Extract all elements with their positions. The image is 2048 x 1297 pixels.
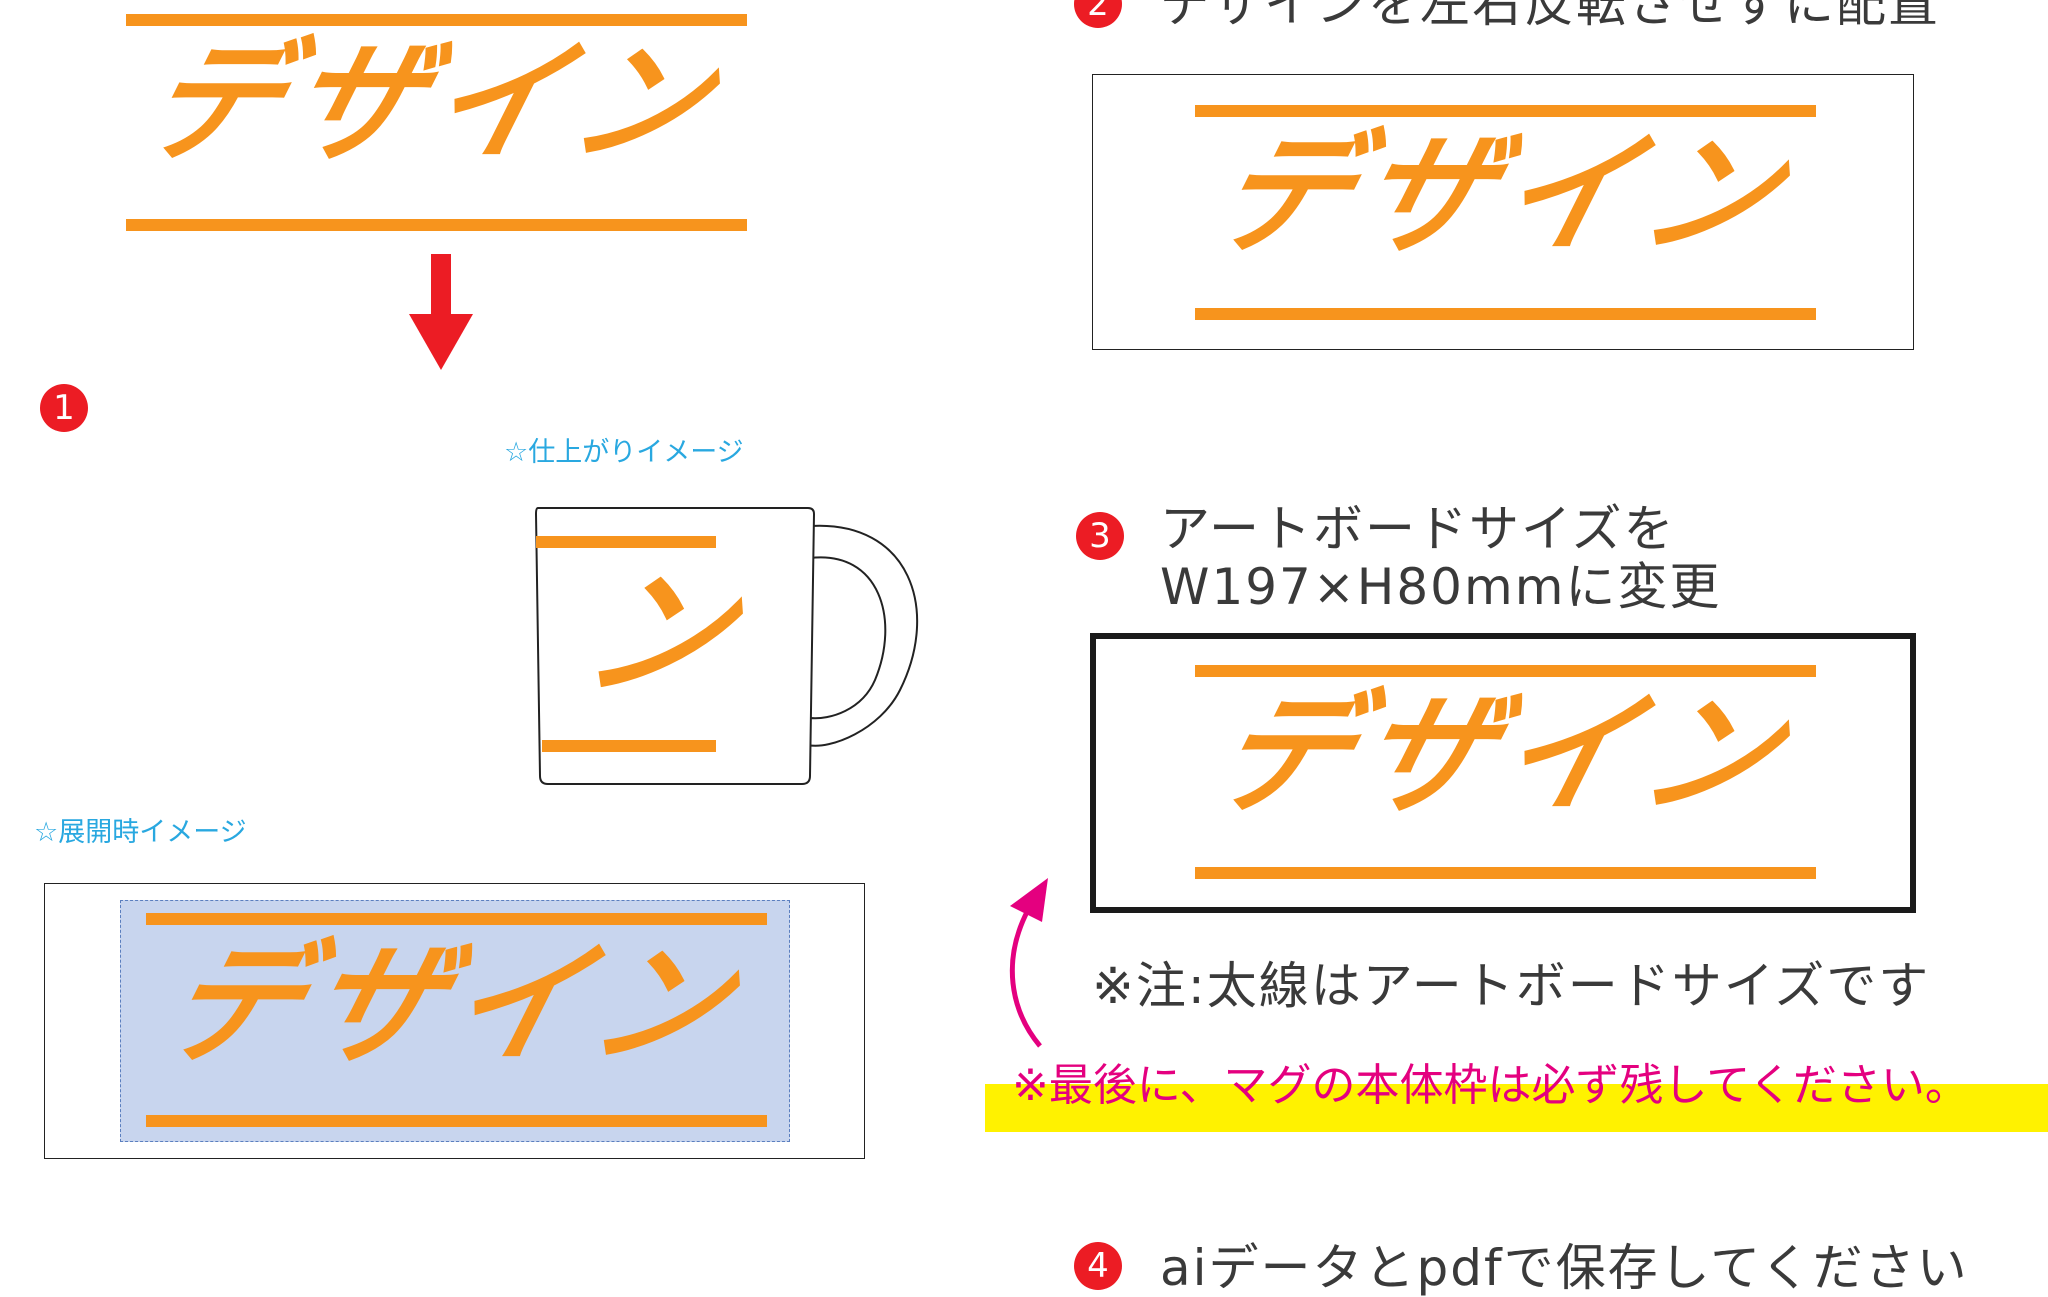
unfolded-frame	[44, 883, 865, 1159]
design-bottom-line	[126, 219, 747, 231]
step4-label: aiデータとpdfで保存してください	[1160, 1239, 1969, 1297]
design-top-line	[126, 14, 747, 26]
design-title-step3: デザイン	[1199, 678, 1806, 832]
step2-top-line	[1195, 105, 1816, 117]
artboard-note: ※注:太線はアートボードサイズです	[1092, 957, 1931, 1015]
step3-top-line	[1195, 665, 1816, 677]
design-title-original: デザイン	[129, 26, 736, 180]
design-title-step2: デザイン	[1199, 118, 1806, 272]
unfolded-print-area	[120, 900, 790, 1142]
step3-badge: 3	[1076, 512, 1124, 560]
step2-badge: 2	[1074, 0, 1122, 28]
step3-label-line2: W197×H80mmに変更	[1160, 558, 1722, 616]
step2-frame	[1092, 74, 1914, 350]
step2-bottom-line	[1195, 308, 1816, 320]
down-arrow-icon	[409, 254, 473, 370]
unfolded-image-caption: ☆展開時イメージ	[34, 817, 247, 848]
step4-badge: 4	[1074, 1242, 1122, 1290]
artboard-frame	[1090, 633, 1916, 913]
step1-badge: 1	[40, 384, 88, 432]
step2-label: デザインを左右反転させずに配置	[1160, 0, 1940, 33]
magenta-arrow-icon	[1009, 878, 1048, 1048]
design-title-unfolded: デザイン	[149, 928, 756, 1082]
step3-label-line1: アートボードサイズを	[1160, 500, 1676, 558]
step3-bottom-line	[1195, 867, 1816, 879]
unfolded-top-line	[146, 913, 767, 925]
unfolded-bottom-line	[146, 1115, 767, 1127]
final-note-highlight	[985, 1084, 2048, 1132]
finished-image-caption: ☆仕上がりイメージ	[504, 437, 744, 468]
mug-illustration	[534, 507, 919, 785]
final-note: ※最後に、マグの本体枠は必ず残してください。	[1012, 1060, 1969, 1111]
